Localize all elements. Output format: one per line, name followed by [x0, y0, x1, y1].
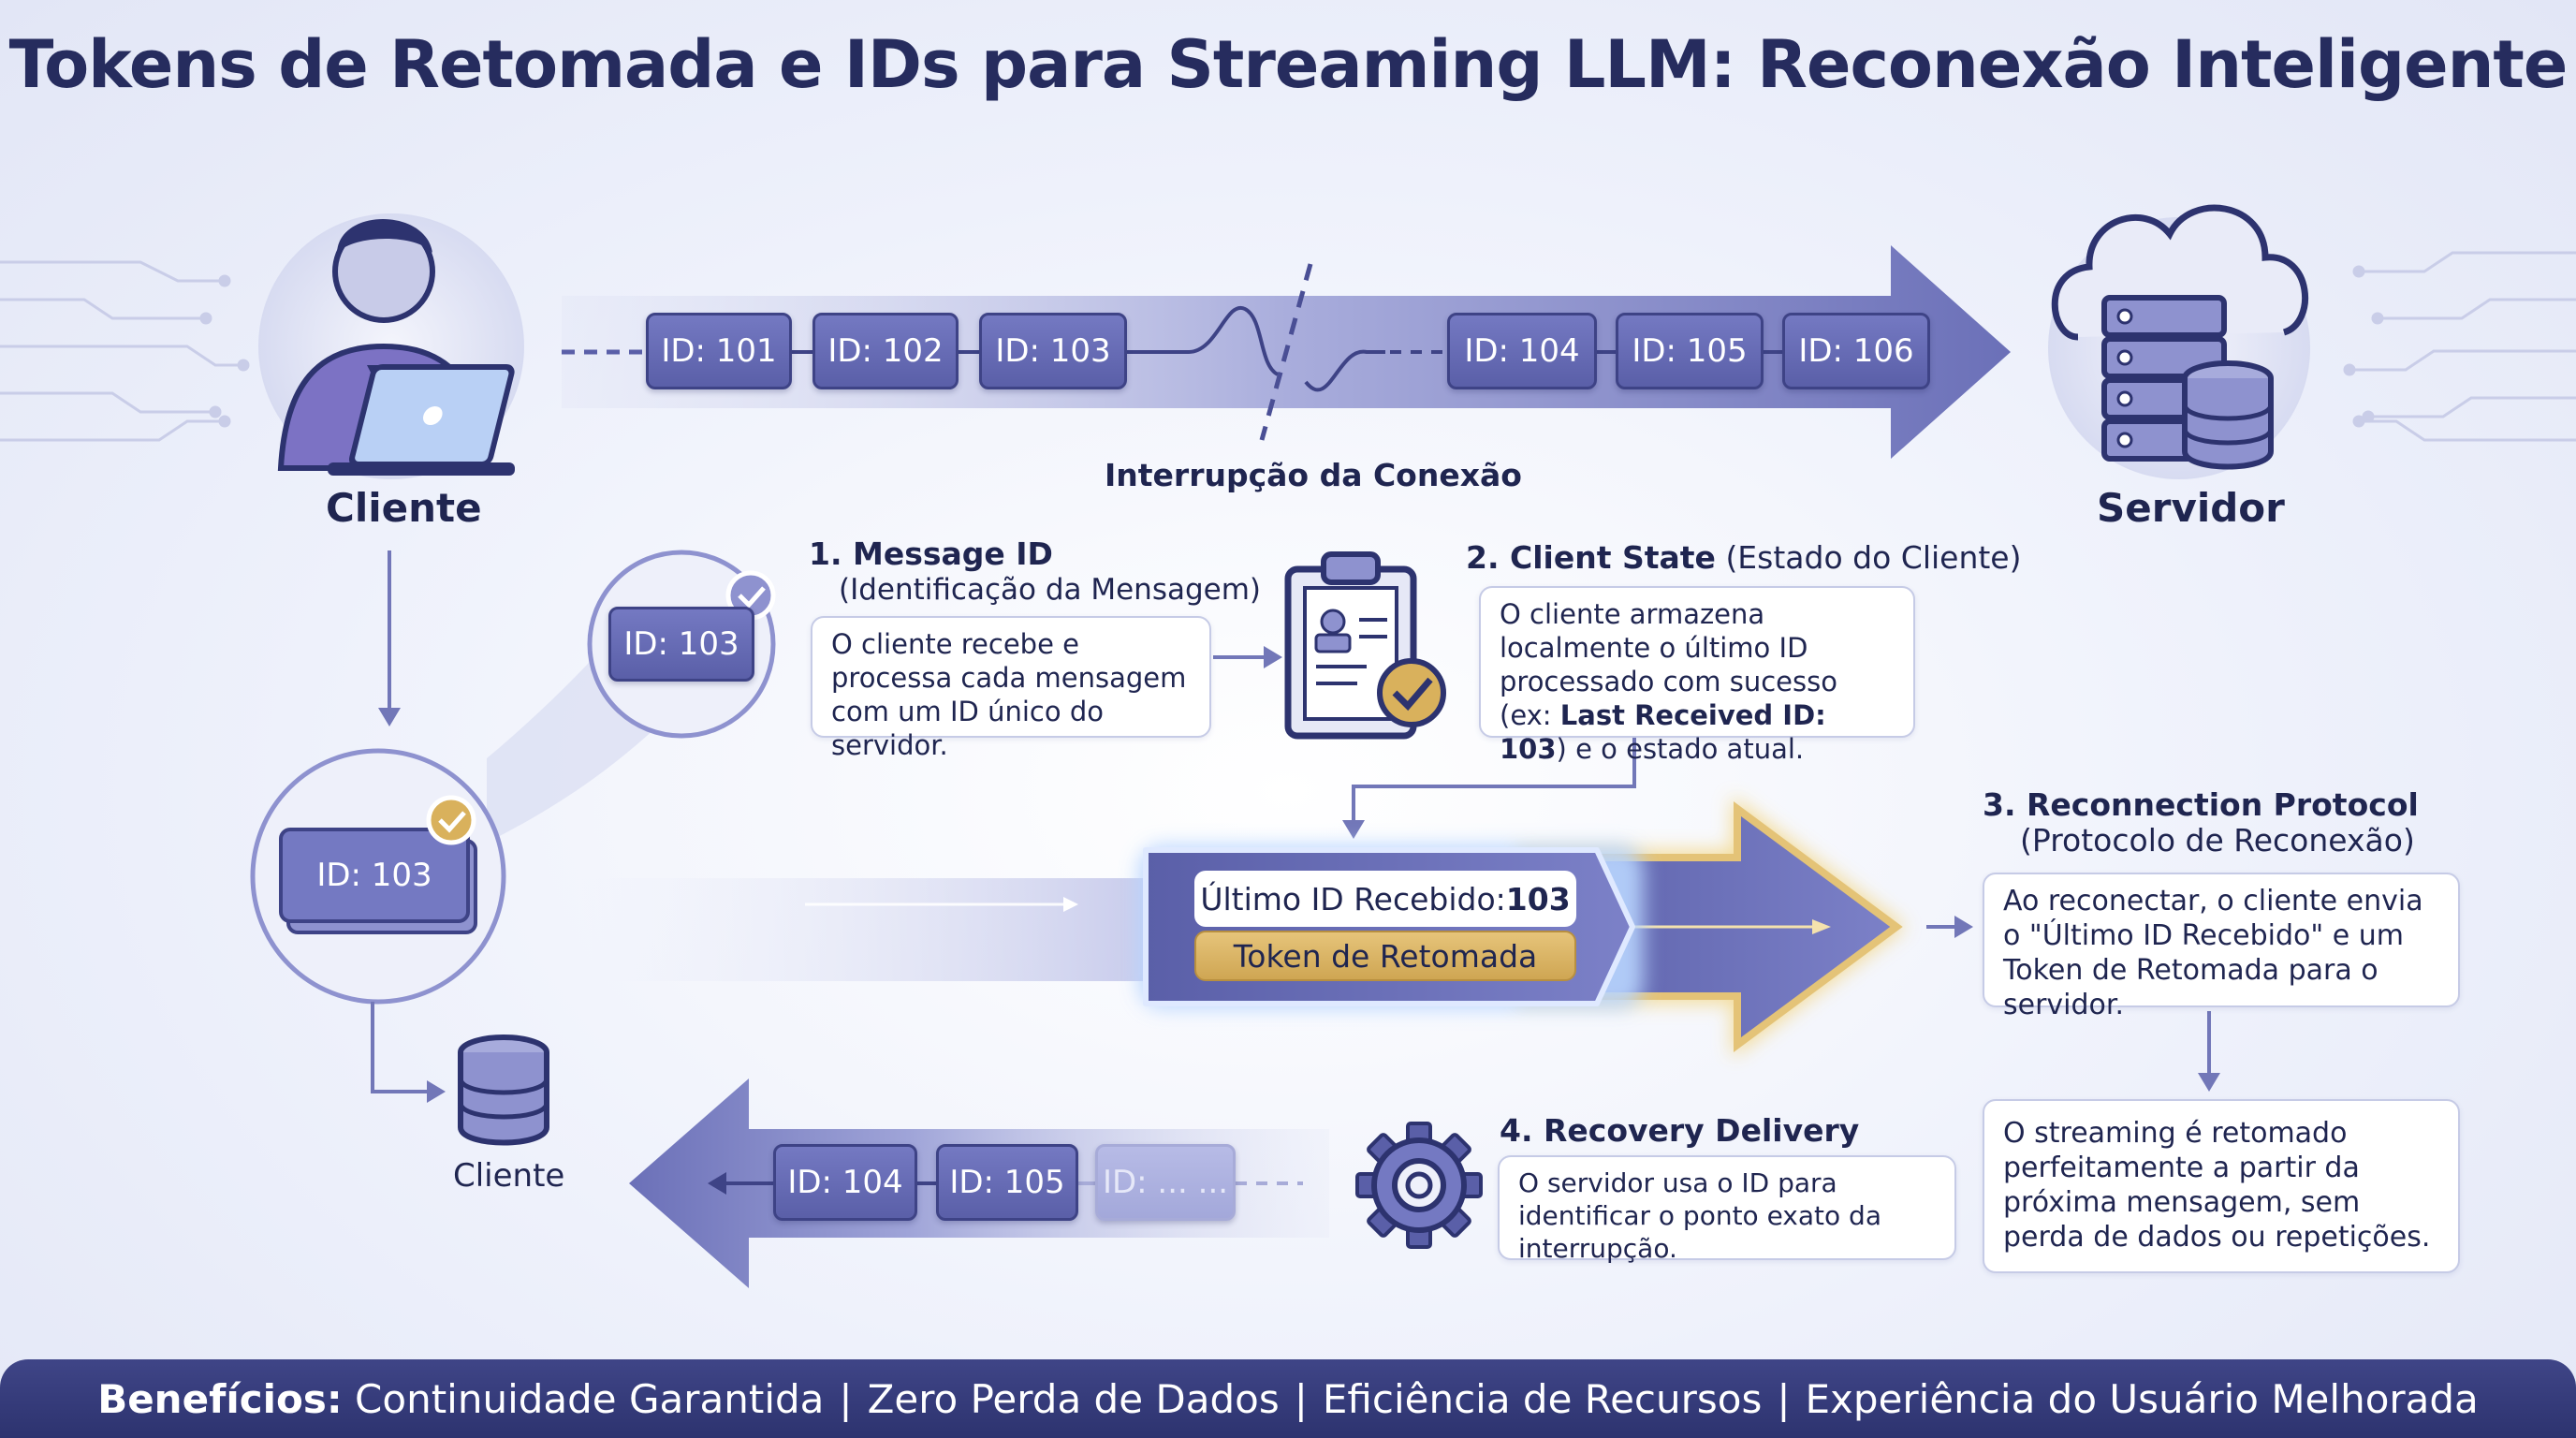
client-label: Cliente [326, 485, 482, 531]
resume-token-field: Token de Retomada [1194, 931, 1576, 981]
circuit-lines-right [2343, 251, 2576, 442]
recovery-chip: ID: 104 [773, 1144, 917, 1221]
benefits-footer: Benefícios: Continuidade Garantida | Zer… [0, 1359, 2576, 1438]
stream-chip: ID: 106 [1782, 313, 1930, 389]
benefit-item: Experiência do Usuário Melhorada [1805, 1375, 2479, 1422]
packet-beam [580, 878, 1161, 981]
benefit-item: Eficiência de Recursos [1322, 1375, 1763, 1422]
client-db-label: Cliente [453, 1157, 565, 1195]
database-icon [458, 1034, 549, 1146]
stream-chip: ID: 103 [979, 313, 1127, 389]
step4-description: O servidor usa o ID para identificar o p… [1498, 1155, 1956, 1264]
interrupted-wave [1127, 305, 1280, 376]
stream-chip: ID: 101 [646, 313, 792, 389]
step4-title: 4. Recovery Delivery [1500, 1112, 1860, 1149]
circuit-lines-left [0, 260, 250, 442]
step1-subtitle: (Identificação da Mensagem) [839, 573, 1262, 607]
step2-description: O cliente armazena localmente o último I… [1479, 586, 1915, 765]
message-id-badge: ID: 103 [608, 607, 754, 682]
step3-subtitle: (Protocolo de Reconexão) [2020, 822, 2415, 858]
user-laptop-icon [258, 213, 524, 479]
result-description: O streaming é retomado perfeitamente a p… [1983, 1099, 2460, 1273]
resume-packet [1138, 844, 1644, 1009]
page-title: Tokens de Retomada e IDs para Streaming … [8, 26, 2569, 103]
break-line [1259, 263, 1313, 441]
recovery-chip: ID: 105 [936, 1144, 1078, 1221]
benefits-label: Benefícios: [97, 1375, 343, 1422]
step1-title: 1. Message ID [809, 536, 1053, 572]
step3-title: 3. Reconnection Protocol [1983, 786, 2419, 823]
stream-chip: ID: 104 [1447, 313, 1597, 389]
clipboard-check-icon [1284, 551, 1446, 740]
gear-icon [1355, 1122, 1483, 1249]
recovery-chip: ID: ... ... [1095, 1144, 1236, 1221]
interruption-label: Interrupção da Conexão [1105, 457, 1522, 493]
stream-chip: ID: 105 [1616, 313, 1764, 389]
benefit-item: Continuidade Garantida [355, 1375, 825, 1422]
stream-chip: ID: 102 [812, 313, 959, 389]
step3-description: Ao reconectar, o cliente envia o "Último… [1983, 873, 2460, 1021]
last-id-field: Último ID Recebido: 103 [1194, 871, 1576, 927]
step2-heading: 2. Client State (Estado do Cliente) [1466, 539, 2022, 576]
cloud-server-icon [2048, 204, 2310, 479]
step1-description: O cliente recebe e processa cada mensage… [811, 616, 1211, 761]
benefit-item: Zero Perda de Dados [867, 1375, 1280, 1422]
client-stack-badge: ID: 103 [316, 857, 432, 894]
server-label: Servidor [2097, 485, 2285, 531]
check-badge-icon [426, 795, 476, 845]
